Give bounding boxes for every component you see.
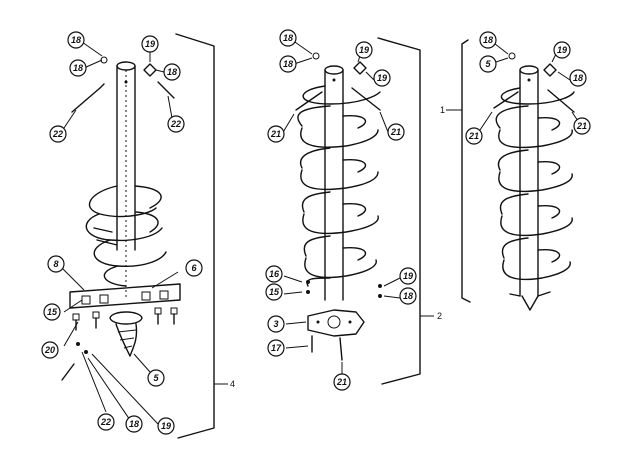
callout-18-top-right: 18 (479, 31, 497, 49)
svg-text:21: 21 (468, 131, 479, 141)
callout-19-low-middle: 19 (399, 267, 417, 285)
callout-18-top-middle: 18 (279, 29, 297, 47)
svg-text:18: 18 (483, 35, 493, 45)
svg-text:15: 15 (47, 307, 58, 317)
callout-18-right-left: 18 (163, 63, 181, 81)
svg-text:18: 18 (129, 419, 139, 429)
callout-5-right: 5 (479, 55, 497, 73)
svg-text:19: 19 (377, 73, 387, 83)
svg-text:21: 21 (336, 377, 347, 387)
assembly-label-1: 1 (440, 105, 445, 115)
svg-text:22: 22 (170, 119, 181, 129)
svg-text:5: 5 (485, 59, 491, 69)
svg-text:18: 18 (573, 73, 583, 83)
auger-assembly-left (61, 33, 228, 439)
svg-text:18: 18 (403, 291, 413, 301)
callout-18-top-left: 18 (67, 31, 85, 49)
callout-17: 17 (267, 339, 285, 357)
callout-22-left: 22 (49, 125, 67, 143)
callouts-middle: 18 18 19 19 21 21 16 15 19 18 3 17 21 (265, 29, 417, 391)
callout-20: 20 (41, 341, 59, 359)
callout-21-right-right: 21 (573, 117, 591, 135)
svg-text:21: 21 (390, 127, 401, 137)
svg-text:17: 17 (271, 343, 282, 353)
svg-text:19: 19 (161, 421, 171, 431)
callout-18-low-middle: 18 (399, 287, 417, 305)
svg-text:6: 6 (191, 263, 197, 273)
callout-3: 3 (267, 315, 285, 333)
callout-18-left-middle: 18 (279, 55, 297, 73)
svg-text:3: 3 (273, 319, 278, 329)
svg-text:20: 20 (44, 345, 55, 355)
callout-19-top-right: 19 (553, 41, 571, 59)
callout-19-bottom: 19 (157, 417, 175, 435)
callout-15-middle: 15 (265, 283, 283, 301)
callouts-left: 18 18 19 18 22 22 8 6 15 20 5 22 18 19 (41, 31, 203, 435)
callout-19-left: 19 (141, 35, 159, 53)
auger-assembly-middle (281, 37, 434, 385)
svg-text:5: 5 (153, 373, 159, 383)
assembly-label-2: 2 (437, 311, 442, 321)
svg-text:19: 19 (403, 271, 413, 281)
svg-text:19: 19 (359, 45, 369, 55)
callout-5: 5 (147, 369, 165, 387)
callout-22-bottom: 22 (97, 413, 115, 431)
callouts-right: 18 5 19 18 21 21 (465, 31, 591, 145)
svg-text:22: 22 (52, 129, 63, 139)
svg-text:19: 19 (557, 45, 567, 55)
callout-19-right-middle: 19 (373, 69, 391, 87)
callout-21-left-right: 21 (465, 127, 483, 145)
callout-15: 15 (43, 303, 61, 321)
callout-8: 8 (47, 255, 65, 273)
svg-text:16: 16 (269, 269, 280, 279)
svg-text:21: 21 (576, 121, 587, 131)
auger-assembly-right (446, 39, 581, 311)
callout-21-bottom-middle: 21 (333, 373, 351, 391)
svg-text:18: 18 (73, 63, 83, 73)
callout-19-top-middle: 19 (355, 41, 373, 59)
svg-text:21: 21 (270, 129, 281, 139)
callout-22-right: 22 (167, 115, 185, 133)
svg-text:8: 8 (53, 259, 58, 269)
assembly-labels: 4 2 1 (230, 105, 445, 389)
callout-21-left-middle: 21 (267, 125, 285, 143)
callout-18-bottom: 18 (125, 415, 143, 433)
callout-18-left: 18 (69, 59, 87, 77)
callout-6: 6 (185, 259, 203, 277)
svg-text:18: 18 (71, 35, 81, 45)
callout-16: 16 (265, 265, 283, 283)
svg-text:22: 22 (100, 417, 111, 427)
callout-21-right-middle: 21 (387, 123, 405, 141)
svg-text:19: 19 (145, 39, 155, 49)
svg-text:18: 18 (283, 59, 293, 69)
svg-text:18: 18 (283, 33, 293, 43)
svg-text:15: 15 (269, 287, 280, 297)
callout-18-right-right: 18 (569, 69, 587, 87)
svg-text:18: 18 (167, 67, 177, 77)
assembly-label-4: 4 (230, 379, 235, 389)
